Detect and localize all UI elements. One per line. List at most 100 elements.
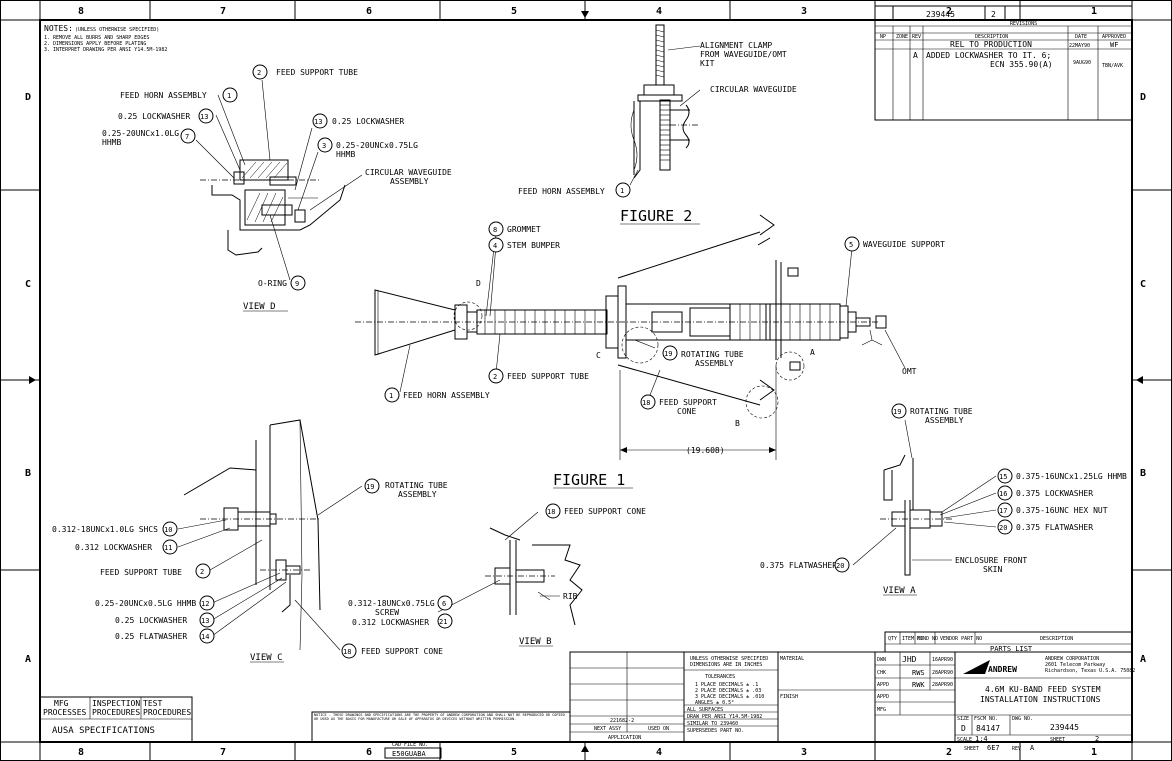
view-c-drawing	[177, 419, 363, 651]
center-arrow-top	[581, 11, 589, 18]
balloon-3-viewd: 3	[322, 142, 326, 150]
zone-left-b: B	[25, 468, 31, 479]
zone-top-6: 6	[366, 6, 372, 17]
notice-block: NOTICE - THESE DRAWINGS AND SPECIFICATIO…	[311, 711, 571, 759]
fig1-rotating-tube-label-2: ASSEMBLY	[695, 359, 734, 368]
balloon-19-viewa: 19	[893, 408, 901, 416]
tb-appd: RWK	[912, 681, 925, 689]
svg-text:SCALE: SCALE	[957, 737, 972, 743]
svg-text:DESCRIPTION: DESCRIPTION	[1040, 636, 1073, 642]
balloon-12-viewc: 12	[201, 600, 209, 608]
rev-dwg-no: 239445	[926, 10, 955, 19]
application-block: 221682-2 NEXT ASSY USED ON APPLICATION	[569, 651, 685, 743]
tb-scale: 1:4	[975, 735, 988, 743]
note-1: 1. REMOVE ALL BURRS AND SHARP EDGES	[44, 35, 149, 41]
zone-top-2: 2	[946, 6, 952, 17]
svg-text:1: 1	[620, 187, 624, 195]
tb-pool-no: 6E7	[987, 744, 1000, 752]
svg-text:FIND NO: FIND NO	[917, 636, 938, 642]
svg-text:APPD: APPD	[877, 694, 889, 700]
note-2: 2. DIMENSIONS APPLY BEFORE PLATING	[44, 41, 146, 47]
viewd-circ-waveguide-label-2: ASSEMBLY	[390, 177, 429, 186]
notes-block: NOTES: (UNLESS OTHERWISE SPECIFIED) 1. R…	[44, 24, 167, 53]
svg-text:MATERIAL: MATERIAL	[780, 656, 804, 662]
fig1-stem-bumper-label: STEM BUMPER	[507, 241, 560, 250]
rev-row1-date: 22MAY90	[1069, 43, 1090, 49]
tb-application: APPLICATION	[608, 735, 641, 741]
balloon-10-viewc: 10	[164, 526, 172, 534]
fig1-detail-d: D	[476, 279, 481, 288]
svg-text:MFG: MFG	[877, 707, 886, 713]
title-block: DWN JHD 16APR90 CHK RWS 28APR90 APPD RWK…	[874, 651, 1135, 743]
svg-text:VENDOR PART NO: VENDOR PART NO	[940, 636, 982, 642]
view-c-title: VIEW C	[250, 653, 283, 663]
tolerances-title: TOLERANCES	[705, 674, 735, 680]
viewc-lockwasher-label: 0.312 LOCKWASHER	[75, 543, 152, 552]
svg-text:DWN: DWN	[877, 657, 886, 663]
zone-right-a: A	[1140, 654, 1146, 665]
balloon-1-fig1: 1	[389, 392, 393, 400]
svg-text:2 PLACE DECIMALS ± .03: 2 PLACE DECIMALS ± .03	[695, 688, 761, 694]
viewb-feed-support-cone-label: FEED SUPPORT CONE	[564, 507, 646, 516]
view-a-drawing	[852, 419, 997, 576]
view-b-title: VIEW B	[519, 637, 552, 647]
parts-list: QTY ITEM NO FIND NO VENDOR PART NO DESCR…	[884, 631, 1133, 653]
viewb-rib-label: RIB	[563, 592, 578, 601]
zone-top-4: 4	[656, 6, 662, 17]
svg-text:DRAW PER ANSI Y14.5M-1982: DRAW PER ANSI Y14.5M-1982	[687, 714, 762, 720]
rev-row2-rev: A	[913, 51, 918, 60]
balloon-1-viewd: 1	[227, 92, 231, 100]
zone-top-7: 7	[220, 6, 226, 17]
svg-text:SIZE: SIZE	[957, 716, 969, 722]
viewa-rotating-tube-label-1: ROTATING TUBE	[910, 407, 973, 416]
viewc-shcs-label: 0.312-18UNCx1.0LG SHCS	[52, 525, 158, 534]
parts-list-title: PARTS LIST	[990, 645, 1033, 653]
tb-chk: RWS	[912, 669, 925, 677]
balloon-11-viewc: 11	[164, 544, 172, 552]
svg-text:28APR90: 28APR90	[932, 682, 953, 688]
notes-heading-sub: (UNLESS OTHERWISE SPECIFIED)	[75, 27, 159, 33]
balloon-19-viewc: 19	[366, 483, 374, 491]
balloon-2-viewd: 2	[257, 69, 261, 77]
viewd-hhmb-r-label-2: HHMB	[336, 150, 355, 159]
svg-text:SIMILAR TO 239460: SIMILAR TO 239460	[687, 721, 738, 727]
svg-text:APPD: APPD	[877, 682, 889, 688]
tb-notice: NOTICE - THESE DRAWINGS AND SPECIFICATIO…	[314, 713, 565, 722]
figure-1-title: FIGURE 1	[553, 471, 625, 489]
balloon-7-viewd: 7	[185, 133, 189, 141]
viewb-screw-label-2: SCREW	[375, 608, 399, 617]
viewa-rotating-tube-label-2: ASSEMBLY	[925, 416, 964, 425]
svg-text:16APR90: 16APR90	[932, 657, 953, 663]
figure-1-drawing	[355, 214, 906, 460]
tb-dwn: JHD	[902, 655, 917, 664]
viewc-feed-support-cone-label: FEED SUPPORT CONE	[361, 647, 443, 656]
rev-row1-appr: WF	[1110, 41, 1118, 49]
viewa-enclosure-label-2: SKIN	[983, 565, 1002, 574]
balloon-13-viewc: 13	[201, 617, 209, 625]
view-d-title: VIEW D	[243, 302, 276, 312]
zone-bottom-4: 4	[656, 747, 662, 758]
rev-title: REVISIONS	[1010, 21, 1037, 27]
balloon-21-viewb: 21	[439, 618, 447, 626]
svg-text:28APR90: 28APR90	[932, 670, 953, 676]
viewd-feed-horn-label: FEED HORN ASSEMBLY	[120, 91, 207, 100]
viewa-flatwasher-label: 0.375 FLATWASHER	[1016, 523, 1093, 532]
balloon-20-viewa: 20	[999, 524, 1007, 532]
tolerance-block: UNLESS OTHERWISE SPECIFIED DIMENSIONS AR…	[683, 651, 779, 743]
andrew-logo-mark	[963, 660, 990, 674]
svg-text:DESCRIPTION: DESCRIPTION	[975, 34, 1008, 40]
balloon-1-fig2	[615, 182, 631, 198]
fig1-waveguide-support-label: WAVEGUIDE SUPPORT	[863, 240, 945, 249]
svg-text:DIMENSIONS ARE IN INCHES: DIMENSIONS ARE IN INCHES	[690, 662, 762, 668]
viewd-lockwasher-label: 0.25 LOCKWASHER	[118, 112, 190, 121]
center-arrow-right	[1136, 376, 1143, 384]
zone-left-d: D	[25, 92, 31, 103]
svg-text:SUPERSEDES PART NO.: SUPERSEDES PART NO.	[687, 728, 744, 734]
fig1-detail-c: C	[596, 351, 601, 360]
zone-bottom-3: 3	[801, 747, 807, 758]
viewc-feed-support-tube-label: FEED SUPPORT TUBE	[100, 568, 182, 577]
balloon-20-viewa-l: 20	[836, 562, 844, 570]
figure-2-drawing	[629, 24, 701, 186]
